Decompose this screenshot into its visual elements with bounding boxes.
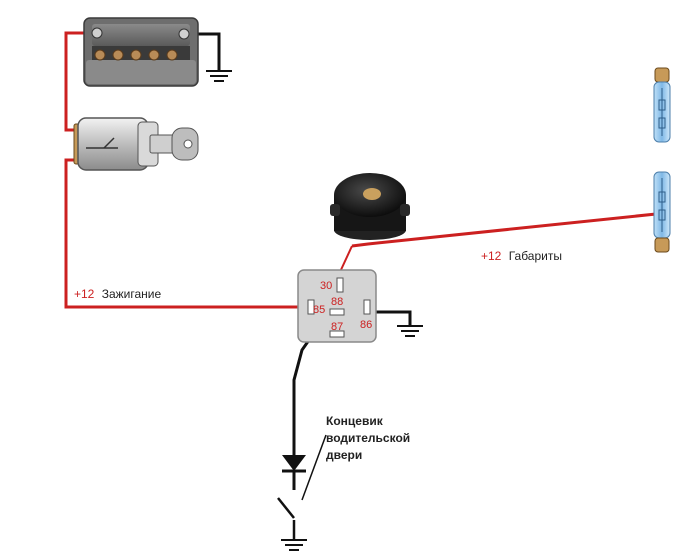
relay-pin-87-label: 87 <box>331 321 343 333</box>
door-switch-label-line3: двери <box>326 448 362 462</box>
wire-ignition <box>64 158 302 309</box>
ground-symbol-relay <box>397 325 423 337</box>
pointer-arrow <box>301 434 327 501</box>
relay-pin-88-blade <box>329 308 345 316</box>
diode <box>282 455 306 490</box>
parking-label-prefix: +12 <box>481 249 502 263</box>
door-switch-label-line1: Концевик <box>326 414 384 428</box>
battery-positive-terminal <box>91 27 103 39</box>
relay-pin-86-label: 86 <box>360 319 372 331</box>
battery-negative-terminal <box>178 28 190 40</box>
door-switch-label-line2: водительской <box>326 431 410 445</box>
ignition-label: +12 Зажигание <box>74 287 161 301</box>
ignition-switch <box>73 117 199 171</box>
door-switch-label: Концевик водительской двери <box>326 414 410 462</box>
parking-label-text: Габариты <box>509 249 562 263</box>
fuse-bottom <box>653 171 671 253</box>
wire-relay-ground <box>370 310 412 325</box>
relay-pin-30-label: 30 <box>320 280 332 292</box>
ground-symbol-battery <box>206 70 232 82</box>
wire-battery-positive <box>64 31 97 132</box>
relay-pin-88-label: 88 <box>331 296 343 308</box>
relay-pin-85-label: 85 <box>313 304 325 316</box>
ground-symbol-door <box>281 539 307 551</box>
buzzer <box>330 173 410 240</box>
relay-pin-87-blade <box>329 330 345 338</box>
fuse-top <box>653 67 671 143</box>
key-icon <box>149 127 199 161</box>
relay-pin-85-blade <box>307 299 315 315</box>
battery <box>83 17 199 87</box>
door-switch <box>277 497 296 540</box>
relay: 30 88 85 87 86 <box>297 269 377 343</box>
relay-pin-86-blade <box>363 299 371 315</box>
parking-lights-label: +12 Габариты <box>481 249 562 263</box>
battery-cell-caps <box>94 49 178 61</box>
ignition-label-text: Зажигание <box>102 287 162 301</box>
relay-pin-30-blade <box>336 277 344 293</box>
ignition-label-prefix: +12 <box>74 287 95 301</box>
